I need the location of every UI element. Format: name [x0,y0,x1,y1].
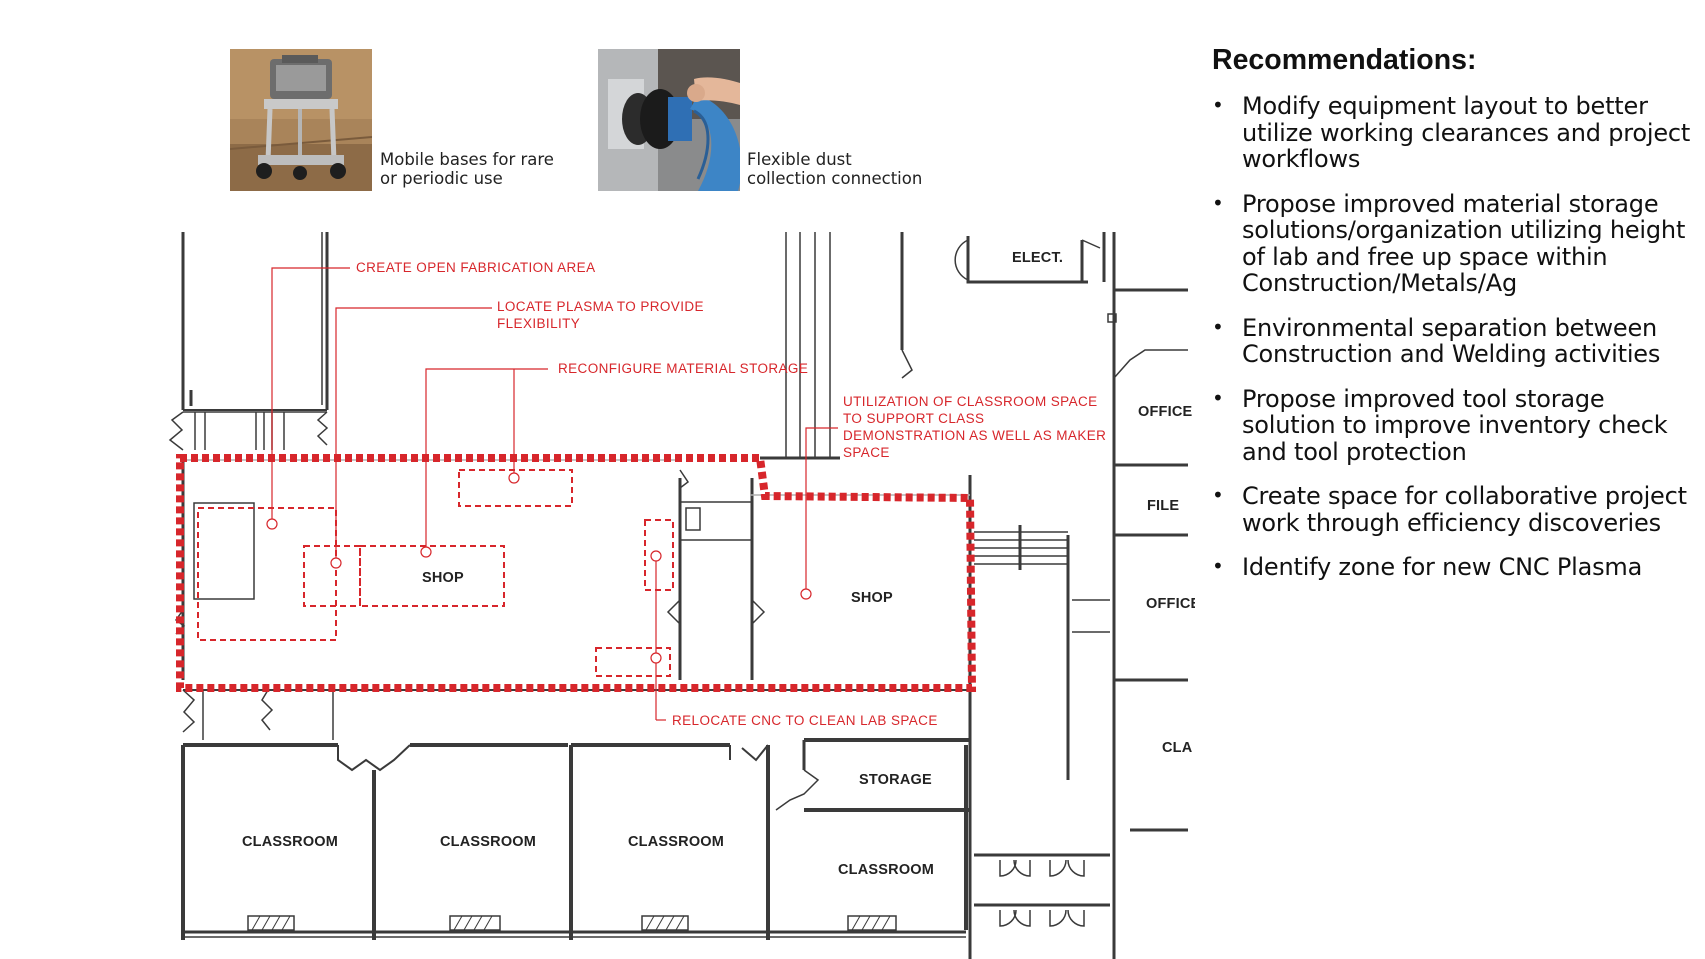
room-file: FILE [1147,498,1179,514]
mobile-base-caption: Mobile bases for rare or periodic use [380,150,554,188]
bullet-icon: • [1212,385,1224,410]
bullet-icon: • [1212,554,1224,578]
recommendation-item: • Propose improved tool storage solution… [1212,384,1668,466]
recommendations-panel: Recommendations: • Modify equipment layo… [1212,44,1702,599]
room-elect: ELECT. [1012,250,1063,266]
note-open-fabrication: CREATE OPEN FABRICATION AREA [356,260,596,275]
room-classroom-3: CLASSROOM [628,834,724,850]
note-classroom-line-1: UTILIZATION OF CLASSROOM SPACE [843,394,1098,409]
note-classroom-line-3: DEMONSTRATION AS WELL AS MAKER [843,428,1106,443]
note-relocate-cnc: RELOCATE CNC TO CLEAN LAB SPACE [672,713,938,728]
room-storage: STORAGE [859,772,932,788]
bullet-icon: • [1212,93,1224,117]
recommendation-item: • Modify equipment layout to better util… [1212,92,1691,173]
plan-walls [168,232,1188,959]
bullet-icon: • [1212,314,1224,339]
room-shop-1: SHOP [422,570,464,586]
recommendation-item: • Environmental separation between Const… [1212,313,1661,368]
room-office-1: OFFICE [1138,404,1192,420]
hatch-marks [251,915,891,931]
leader-lines [271,267,838,721]
dust-hose-photo [598,49,740,191]
equipment-zones [197,469,674,677]
bullet-icon: • [1212,483,1224,507]
dust-hose-caption: Flexible dust collection connection [747,150,923,188]
note-classroom-line-2: TO SUPPORT CLASS [843,411,984,426]
note-plasma-line-2: FLEXIBILITY [497,316,580,331]
room-office-2: OFFICE [1146,596,1195,612]
recommendation-item: • Propose improved material storage solu… [1212,189,1686,297]
room-cla: CLA [1162,740,1193,756]
bullet-icon: • [1212,190,1224,215]
note-classroom-line-4: SPACE [843,445,890,460]
recommendation-item: • Identify zone for new CNC Plasma [1212,553,1643,581]
room-classroom-2: CLASSROOM [440,834,536,850]
note-material-storage: RECONFIGURE MATERIAL STORAGE [558,361,808,376]
note-plasma-line-1: LOCATE PLASMA TO PROVIDE [497,299,704,314]
shop-zone-outline [176,454,977,692]
room-classroom-1: CLASSROOM [242,834,338,850]
room-shop-2: SHOP [851,590,893,606]
recommendations-list: • Modify equipment layout to better util… [1212,93,1702,581]
room-classroom-4: CLASSROOM [838,862,934,878]
recommendation-item: • Create space for collaborative project… [1212,482,1687,537]
floor-plan: ELECT. OFFICE FILE OFFICE CLA SHOP SHOP … [168,232,1195,959]
recommendations-title: Recommendations: [1212,44,1477,76]
leader-dots [266,472,812,664]
mobile-base-tool-photo [230,49,372,191]
